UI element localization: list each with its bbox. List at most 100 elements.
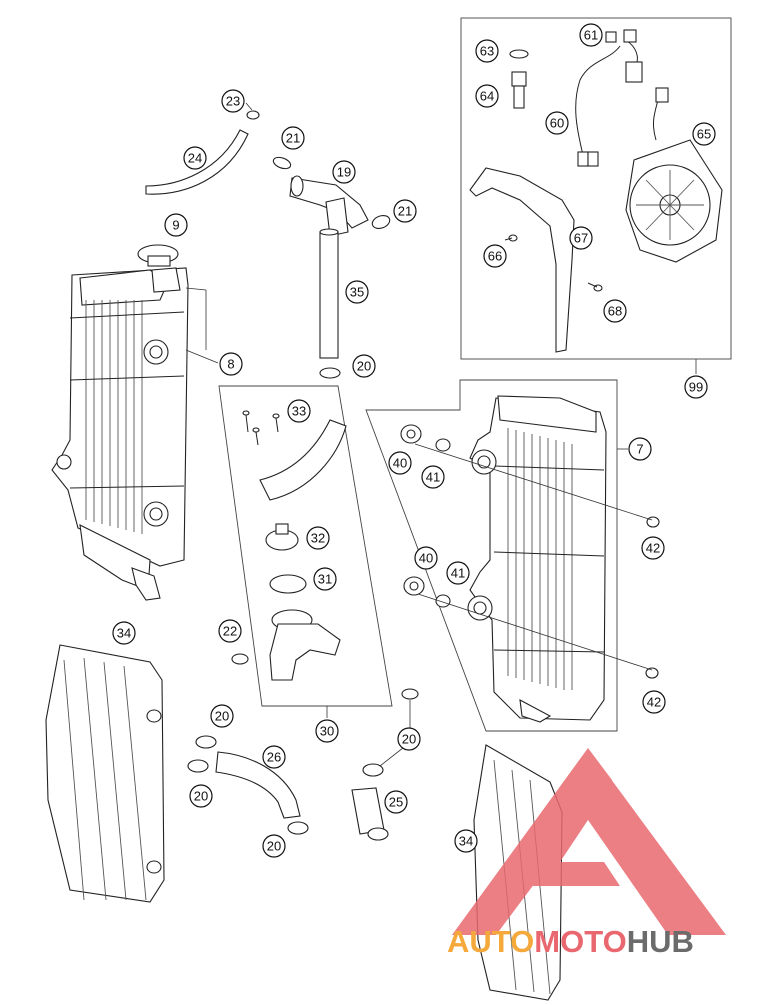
callout-label: 64	[480, 89, 494, 104]
callout-label: 60	[550, 116, 564, 131]
callout-32: 32	[306, 526, 330, 550]
o-ring	[269, 574, 307, 594]
callout-label: 42	[647, 695, 661, 710]
callout-label: 20	[194, 789, 208, 804]
sleeve-41-b	[435, 594, 451, 608]
grommet-40-b	[403, 576, 425, 596]
bolt-66	[504, 234, 518, 242]
callout-66: 66	[483, 244, 507, 268]
callout-34-a: 34	[112, 621, 136, 645]
lower-hose-26	[215, 751, 301, 819]
callout-label: 33	[292, 404, 306, 419]
callout-label: 23	[226, 94, 240, 109]
callout-7: 7	[628, 437, 652, 461]
callout-41-a: 41	[421, 465, 445, 489]
callout-99: 99	[684, 375, 708, 399]
leader-lines	[185, 102, 697, 767]
fan-switch	[511, 71, 527, 109]
clamp-20-g	[367, 827, 389, 841]
bolt-42-a	[646, 516, 660, 528]
clamp-22	[231, 653, 249, 665]
callout-label: 21	[286, 131, 300, 146]
clamp-20-c	[187, 759, 209, 773]
grommet-40-a	[400, 424, 422, 444]
callout-label: 99	[689, 380, 703, 395]
bolt-68	[587, 282, 603, 292]
sleeve-41-a	[435, 438, 451, 452]
washer-63	[509, 49, 529, 59]
callout-label: 41	[451, 566, 465, 581]
callout-label: 66	[488, 249, 502, 264]
callout-21-b: 21	[393, 199, 417, 223]
clamp-20-b	[195, 735, 217, 749]
bolt-42-b	[645, 667, 659, 679]
overflow-hose	[145, 129, 249, 195]
watermark-text-moto: MOTO	[534, 924, 626, 959]
right-radiator-frame	[365, 379, 618, 732]
callout-label: 63	[480, 44, 494, 59]
callout-label: 32	[311, 531, 325, 546]
callout-19: 19	[332, 160, 356, 184]
callout-67: 67	[569, 226, 593, 250]
callout-label: 41	[426, 470, 440, 485]
callout-23: 23	[221, 89, 245, 113]
callout-63: 63	[475, 39, 499, 63]
callout-label: 7	[636, 442, 643, 457]
callout-20-c: 20	[189, 784, 213, 808]
callout-64: 64	[475, 84, 499, 108]
callout-label: 31	[318, 572, 332, 587]
callout-33: 33	[287, 399, 311, 423]
screws-33	[242, 410, 280, 446]
callout-label: 35	[350, 285, 364, 300]
clamp-20-f	[362, 763, 384, 777]
watermark-logo-triangle	[452, 748, 726, 935]
callout-label: 34	[117, 626, 131, 641]
callout-35: 35	[345, 280, 369, 304]
callout-30: 30	[315, 719, 339, 743]
hose-clamp-small	[246, 110, 260, 120]
callout-20-e: 20	[397, 727, 421, 751]
callout-25: 25	[384, 790, 408, 814]
radiator-shroud-left	[45, 644, 165, 903]
callout-31: 31	[313, 567, 337, 591]
callout-label: 20	[357, 359, 371, 374]
thermostat	[265, 523, 299, 551]
lower-hose-25	[351, 787, 385, 835]
callout-22: 22	[218, 619, 242, 643]
callout-42-a: 42	[641, 536, 665, 560]
callout-label: 22	[223, 624, 237, 639]
callout-label: 34	[459, 834, 473, 849]
callout-label: 61	[584, 28, 598, 43]
automotohub-watermark: AUTOMOTOHUB	[447, 748, 726, 959]
callout-41-b: 41	[446, 561, 470, 585]
callout-24: 24	[183, 146, 207, 170]
wiring-harness	[575, 29, 643, 167]
callout-68: 68	[603, 299, 627, 323]
hose-connector	[289, 175, 369, 237]
callout-65: 65	[692, 122, 716, 146]
left-radiator	[51, 267, 189, 601]
callout-label: 65	[697, 127, 711, 142]
watermark-text-hub: HUB	[627, 924, 694, 959]
callout-label: 26	[267, 750, 281, 765]
callout-label: 40	[419, 551, 433, 566]
callout-42-b: 42	[642, 690, 666, 714]
callout-label: 20	[402, 732, 416, 747]
callout-label: 24	[188, 151, 202, 166]
clamp-20-d	[287, 821, 309, 835]
callout-20-d: 20	[262, 834, 286, 858]
thermostat-housing	[269, 609, 341, 681]
callout-label: 25	[389, 795, 403, 810]
radiator-cap	[137, 244, 179, 267]
clamp-21-right	[371, 215, 391, 229]
callout-40-a: 40	[388, 451, 412, 475]
fan-motor	[625, 87, 723, 263]
fan-bracket	[469, 167, 575, 353]
hose-kit-frame	[218, 385, 393, 707]
callout-21-a: 21	[281, 126, 305, 150]
callout-label: 8	[227, 357, 234, 372]
fan-kit-frame	[460, 17, 732, 360]
callout-8: 8	[219, 352, 243, 376]
callout-label: 20	[215, 709, 229, 724]
svg-text:AUTOMOTOHUB: AUTOMOTOHUB	[447, 924, 694, 959]
